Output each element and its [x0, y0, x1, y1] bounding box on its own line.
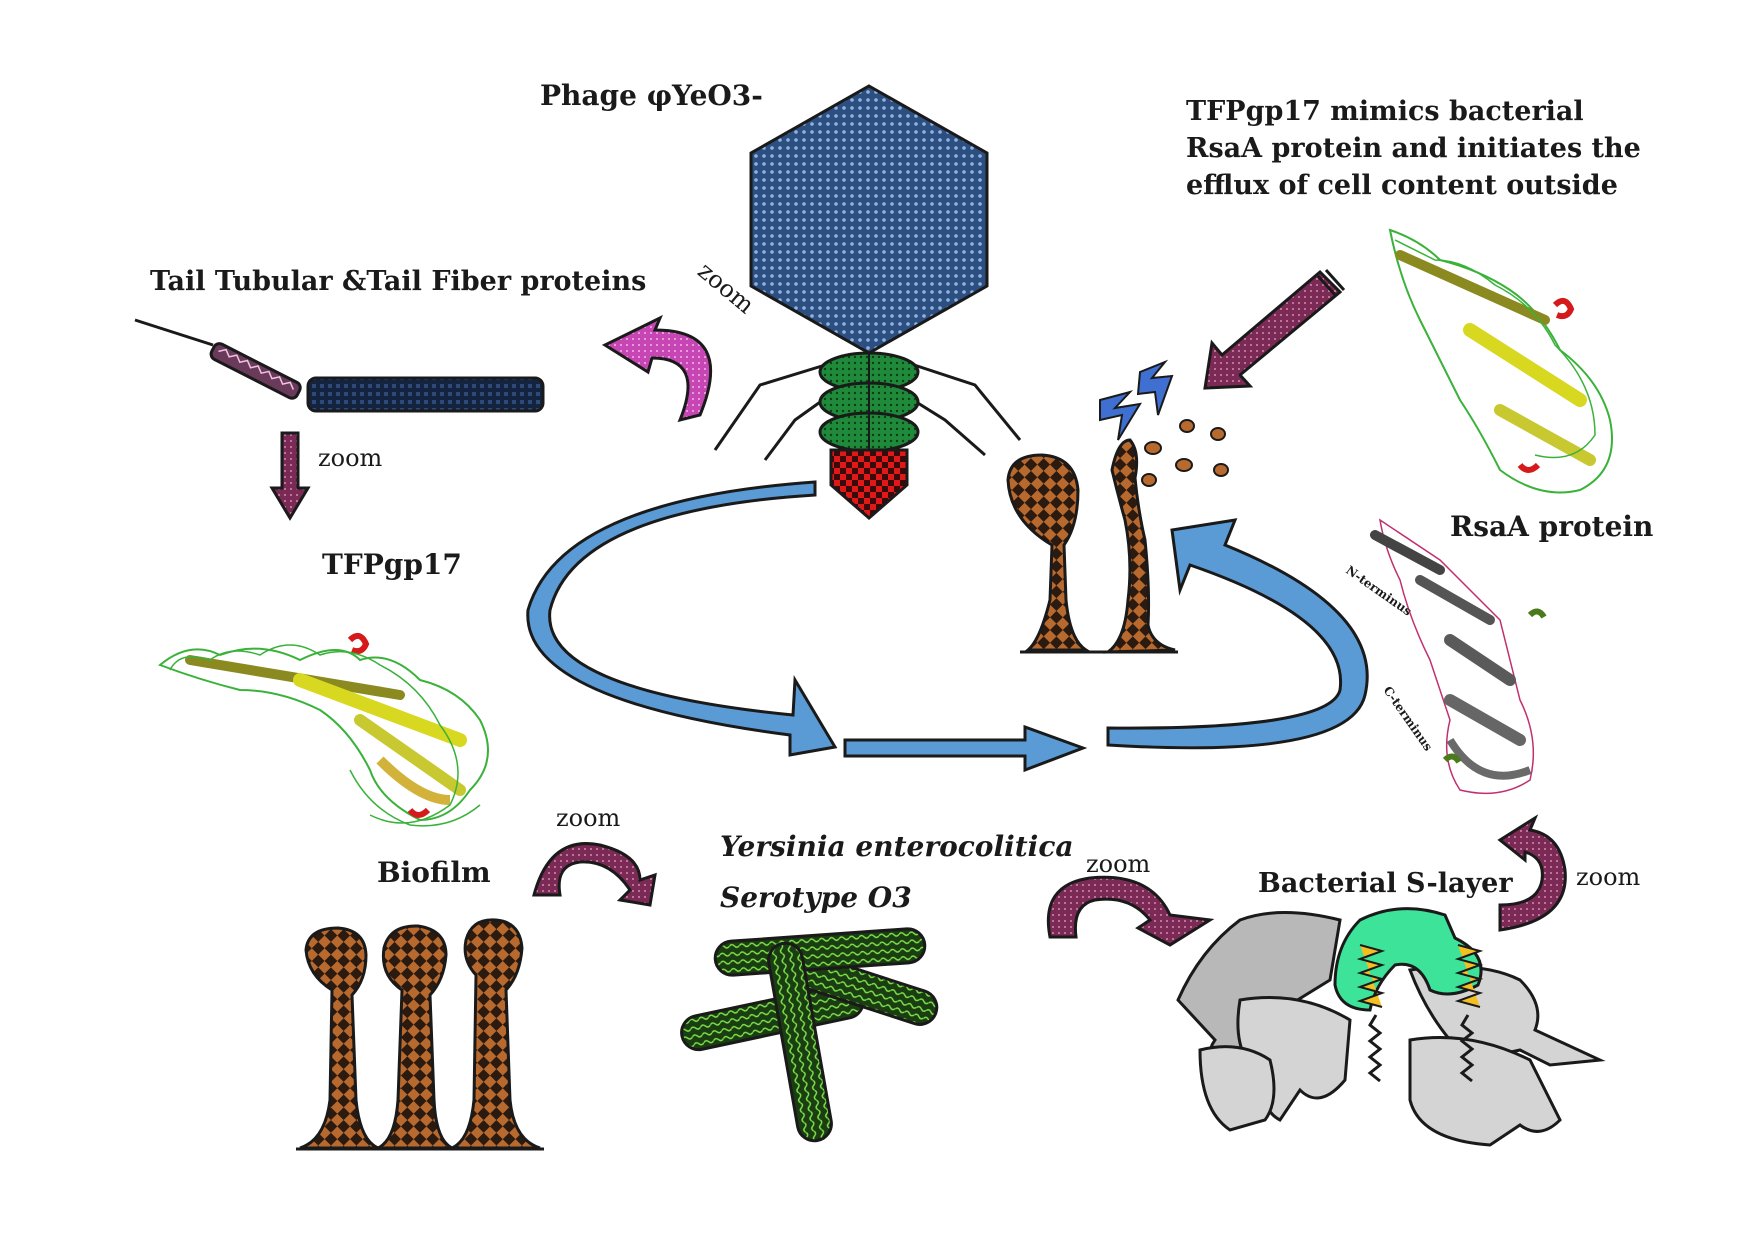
biofilm-tower [451, 918, 541, 1150]
s-layer-anchor-springs [1356, 944, 1484, 1083]
infection-cycle-arrows [526, 480, 1369, 773]
yersinia-bacteria [680, 927, 939, 1143]
zoom-arrow-phage-to-tail [601, 314, 713, 423]
cycle-arrow-straight [843, 724, 1088, 773]
tail-fiber-segment [209, 342, 302, 400]
bacterium [713, 927, 927, 977]
tail-tube-segment [306, 376, 545, 413]
zoom-arrow-slayer-to-rsaa [1497, 814, 1567, 932]
mimic-caption-line-2: RsaA protein and initiates the [1186, 133, 1641, 164]
zoom-label-bacteria: zoom [1086, 850, 1151, 878]
zoom-arrow-tail-to-tfpgp17 [269, 431, 311, 521]
serotype-label: Serotype O3 [720, 881, 912, 914]
rsaa-structure: N-terminus C-terminus [1343, 518, 1547, 795]
zoom-arrow-biofilm-to-bacteria [532, 842, 657, 907]
phage [713, 84, 1022, 520]
slayer-label: Bacterial S-layer [1258, 868, 1513, 899]
cycle-arrow-left-loop [526, 480, 838, 757]
tfpgp17-label: TFPgp17 [322, 548, 462, 581]
tfpgp17-mimic-structure [1388, 228, 1613, 494]
phage-collar [818, 351, 920, 453]
lysing-biofilm [1006, 438, 1178, 654]
bacterium [767, 941, 833, 1143]
mimic-caption-line-1: TFPgp17 mimics bacterial [1186, 96, 1584, 127]
efflux-pointer-arrow [1203, 268, 1346, 390]
cycle-arrow-right-loop [1106, 518, 1369, 750]
zoom-label-slayer: zoom [1576, 863, 1641, 891]
n-terminus-label: N-terminus [1343, 563, 1414, 619]
phage-label: Phage φYeO3- [540, 79, 763, 112]
efflux-cell-content [1141, 419, 1229, 487]
tfpgp17-structure [158, 632, 489, 827]
phage-capsid [749, 84, 989, 355]
phage-tail-tip [829, 448, 909, 520]
tail-proteins-label: Tail Tubular &Tail Fiber proteins [150, 266, 646, 297]
biofilm-tower [299, 926, 379, 1150]
lightning-icon [1099, 359, 1174, 441]
biofilm-label: Biofilm [377, 856, 491, 889]
mimic-caption-line-3: efflux of cell content outside [1186, 170, 1618, 201]
bacterial-s-layer [1176, 907, 1606, 1147]
zoom-arrow-bacteria-to-slayer [1046, 875, 1215, 947]
rsaa-label: RsaA protein [1450, 510, 1653, 543]
zoom-label-tail: zoom [318, 444, 383, 472]
biofilm [296, 918, 544, 1151]
c-terminus-label: C-terminus [1381, 684, 1436, 754]
yersinia-label: Yersinia enterocolitica [720, 830, 1074, 863]
tail-schematic [134, 318, 545, 413]
zoom-label-biofilm: zoom [556, 804, 621, 832]
biofilm-tower [377, 924, 453, 1150]
